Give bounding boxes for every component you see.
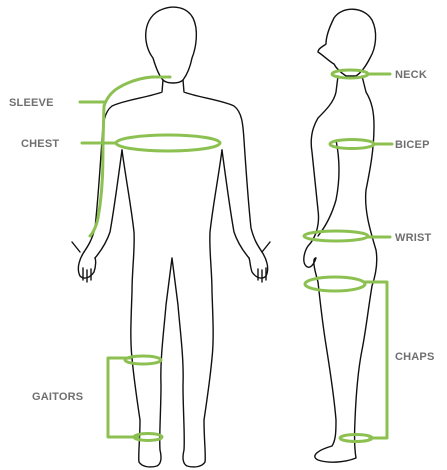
sleeve-label: SLEEVE — [9, 97, 54, 109]
front-body-outline — [84, 80, 262, 467]
front-head — [146, 7, 197, 83]
wrist-label: WRIST — [395, 232, 432, 244]
side-body-outline — [304, 76, 377, 462]
side-inner-arm — [318, 140, 339, 236]
chest-label: CHEST — [21, 138, 59, 150]
chaps-bracket — [364, 282, 387, 438]
wrist-band — [304, 231, 368, 241]
chaps-bottom-band — [340, 435, 372, 442]
measurement-guides — [80, 70, 392, 442]
chest-band — [116, 135, 220, 151]
front-inner-arms — [95, 150, 249, 258]
neck-label: NECK — [395, 69, 427, 81]
chaps-top-band — [305, 277, 365, 291]
bicep-label: BICEP — [395, 139, 430, 151]
side-head — [318, 9, 376, 76]
neck-band — [332, 70, 368, 78]
gaitors-label: GAITORS — [32, 391, 83, 403]
chaps-label: CHAPS — [395, 351, 435, 363]
